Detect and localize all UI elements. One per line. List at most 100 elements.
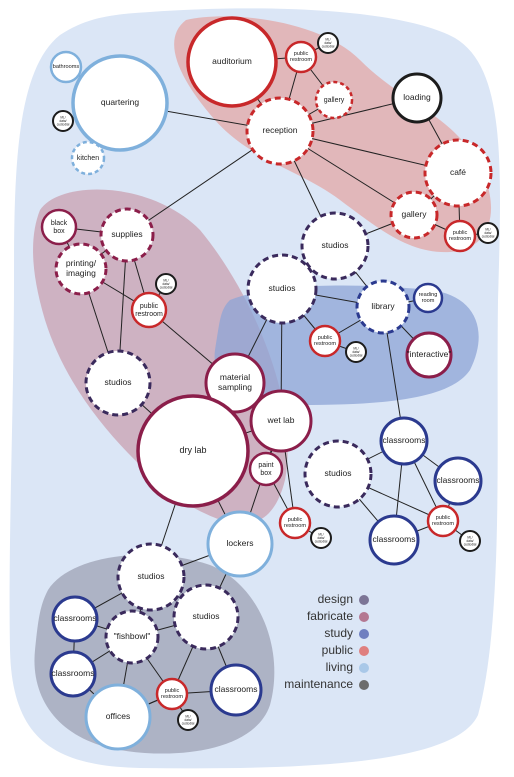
legend-label: fabricate	[307, 609, 353, 623]
node-studios_top-label: studios	[322, 240, 349, 250]
node-studios_bl-circle	[116, 542, 186, 612]
legend-item-fabricate: fabricate	[307, 609, 369, 623]
node-classrooms_b1-circle	[51, 595, 99, 643]
node-pr_b-circle	[155, 677, 189, 711]
node-classrooms_r1-label: classrooms	[383, 435, 426, 445]
node-classrooms_b3-label: classrooms	[215, 684, 258, 694]
legend-label: public	[322, 643, 353, 657]
node-loading: loading	[391, 72, 443, 124]
node-offices-label: offices	[106, 711, 130, 721]
node-classrooms_r2-label: classrooms	[437, 475, 480, 485]
legend-swatch	[359, 612, 369, 622]
node-studios_left: studios	[84, 349, 152, 417]
legend-swatch	[359, 629, 369, 639]
node-drylab-label: dry lab	[179, 445, 206, 455]
node-drylab: dry lab	[136, 394, 250, 508]
node-pr_r-circle	[426, 504, 460, 538]
node-bathrooms: bathrooms	[49, 50, 83, 84]
node-mdc_q-label: ML/data/custodial	[57, 115, 70, 126]
node-material-circle	[204, 352, 266, 414]
node-mdc_b: ML/data/custodial	[177, 709, 199, 731]
node-printing: printing/imaging	[54, 242, 108, 296]
legend-label: maintenance	[284, 677, 353, 691]
node-gallery1-circle	[314, 80, 354, 120]
node-studios_br: studios	[172, 583, 240, 651]
node-classrooms_r2-circle	[433, 456, 483, 506]
node-mdc_lib: ML/data/custodial	[345, 341, 367, 363]
node-mdc_r-circle	[459, 530, 481, 552]
node-gallery2-circle	[389, 190, 439, 240]
node-classrooms_r2: classrooms	[433, 456, 483, 506]
node-reception: reception	[245, 96, 315, 166]
legend-swatch	[359, 595, 369, 605]
legend-swatch	[359, 646, 369, 656]
node-auditorium-circle	[186, 16, 278, 108]
node-quartering-label: quartering	[101, 97, 140, 107]
legend-item-design: design	[318, 592, 369, 606]
legend-label: living	[326, 660, 353, 674]
node-offices: offices	[84, 683, 152, 751]
node-fishbowl-circle	[104, 609, 160, 665]
node-wetlab-circle	[249, 389, 313, 453]
node-classrooms_b2-label: classrooms	[52, 668, 95, 678]
node-auditorium-label: auditorium	[212, 56, 252, 66]
node-quartering-circle	[71, 54, 169, 152]
node-classrooms_b3-circle	[209, 663, 263, 717]
node-classrooms_b1: classrooms	[51, 595, 99, 643]
node-mdc_cafe: ML/data/custodial	[477, 222, 499, 244]
node-studios_left-label: studios	[105, 377, 132, 387]
node-reading-circle	[412, 282, 444, 314]
node-reception-label: reception	[263, 125, 298, 135]
node-paintbox-circle	[248, 451, 284, 487]
node-studios_bl-label: studios	[138, 571, 165, 581]
node-studios_c-circle	[303, 439, 373, 509]
node-mdc_mid-circle	[310, 527, 332, 549]
node-kitchen-label: kitchen	[77, 155, 99, 162]
node-mdc_lib-circle	[345, 341, 367, 363]
node-cafe: café	[423, 138, 493, 208]
node-mdc_top: ML/data/custodial	[317, 32, 339, 54]
node-mdc_cafe-circle	[477, 222, 499, 244]
node-supplies-circle	[99, 207, 155, 263]
node-mdc_lib-label: ML/data/custodial	[350, 346, 363, 357]
legend-swatch	[359, 663, 369, 673]
node-loading-label: loading	[403, 92, 431, 102]
node-drylab-circle	[136, 394, 250, 508]
node-studios_c: studios	[303, 439, 373, 509]
node-mdc_top-label: ML/data/custodial	[322, 37, 335, 48]
node-cafe-circle	[423, 138, 493, 208]
legend: designfabricatestudypubliclivingmaintena…	[284, 592, 369, 691]
node-mdc_r-label: ML/data/custodial	[464, 535, 477, 546]
node-classrooms_r3: classrooms	[368, 514, 420, 566]
node-pr_lib-circle	[308, 324, 342, 358]
legend-item-maintenance: maintenance	[284, 677, 369, 691]
node-classrooms_b2: classrooms	[49, 650, 97, 698]
node-studios_br-label: studios	[193, 611, 220, 621]
node-classrooms_r3-label: classrooms	[373, 534, 416, 544]
legend-swatch	[359, 680, 369, 690]
node-studios_bl: studios	[116, 542, 186, 612]
node-reception-circle	[245, 96, 315, 166]
node-bathrooms-label: bathrooms	[53, 64, 80, 70]
node-classrooms_b3: classrooms	[209, 663, 263, 717]
node-bathrooms-circle	[49, 50, 83, 84]
node-mdc_q-circle	[52, 110, 74, 132]
node-interactive-circle	[405, 331, 453, 379]
node-lockers: lockers	[206, 510, 274, 578]
